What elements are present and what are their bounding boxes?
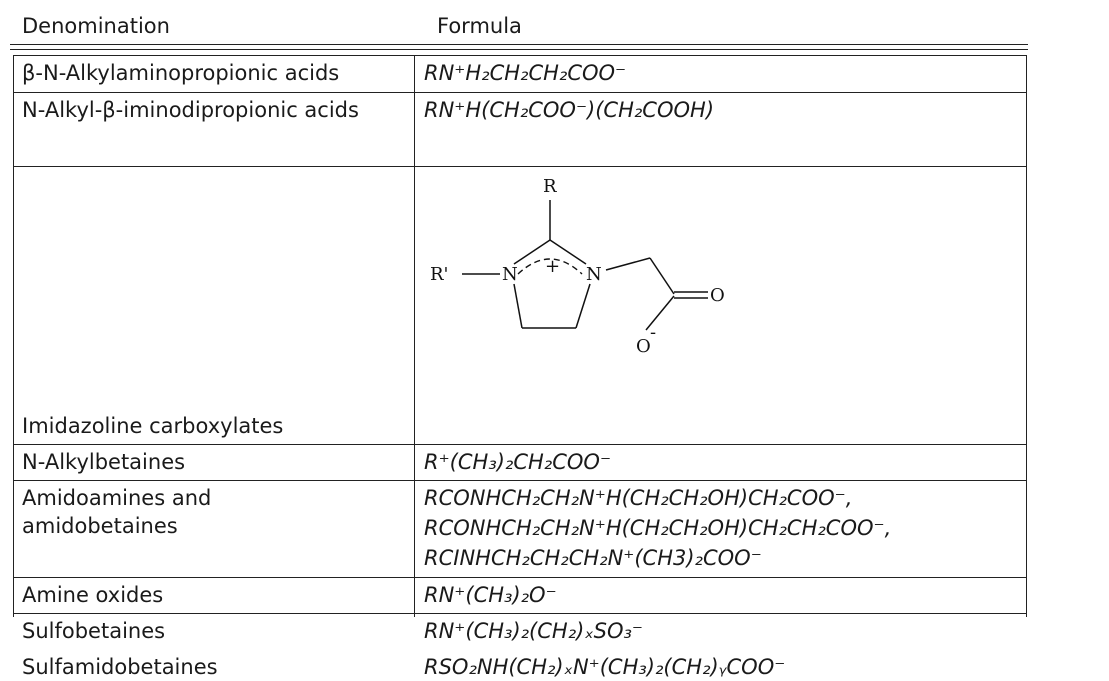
bond — [549, 239, 587, 265]
row-formula: RCINHCH₂CH₂CH₂N⁺(CH3)₂COO⁻ — [424, 546, 762, 570]
delocalized-arc — [517, 258, 583, 275]
row-formula: RCONHCH₂CH₂N⁺H(CH₂CH₂OH)CH₂CH₂COO⁻, — [424, 516, 892, 540]
bond — [605, 257, 651, 271]
bond — [645, 295, 675, 331]
row-rule — [13, 55, 1027, 56]
atom-r-top: R — [543, 176, 557, 197]
row-formula: R⁺(CH₃)₂CH₂COO⁻ — [424, 450, 612, 474]
row-name: Amine oxides — [22, 583, 164, 607]
row-rule — [13, 613, 1027, 614]
row-rule — [13, 444, 1027, 445]
row-name: Sulfamidobetaines — [22, 655, 218, 679]
row-formula: RN⁺(CH₃)₂(CH₂)ₓSO₃⁻ — [424, 619, 644, 643]
header-rule-top — [10, 44, 1028, 45]
charge-minus: - — [650, 322, 656, 343]
row-rule — [13, 92, 1027, 93]
atom-n-right: N — [586, 264, 602, 285]
row-formula: RCONHCH₂CH₂N⁺H(CH₂CH₂OH)CH₂COO⁻, — [424, 486, 853, 510]
row-rule — [13, 577, 1027, 578]
bond — [575, 283, 591, 329]
bond — [513, 239, 551, 265]
atom-o-minus: O — [636, 336, 651, 357]
row-name: Amidoamines and amidobetaines — [22, 486, 212, 538]
charge-plus: + — [545, 256, 560, 277]
bond — [649, 257, 675, 295]
row-name: Imidazoline carboxylates — [22, 414, 284, 438]
bond — [513, 283, 523, 329]
row-name: Sulfobetaines — [22, 619, 166, 643]
imidazoline-structure: R + R' N N O O - — [430, 176, 725, 357]
row-name: β-N-Alkylaminopropionic acids — [22, 61, 340, 85]
header-denomination: Denomination — [22, 14, 170, 38]
row-formula: RN⁺H₂CH₂CH₂COO⁻ — [424, 61, 627, 85]
row-formula: RN⁺H(CH₂COO⁻)(CH₂COOH) — [424, 98, 715, 122]
row-name: N-Alkylbetaines — [22, 450, 186, 474]
row-rule — [13, 480, 1027, 481]
col-rule-left — [13, 55, 14, 617]
row-name: N-Alkyl-β-iminodipropionic acids — [22, 98, 359, 122]
row-rule — [13, 166, 1027, 167]
row-formula: RSO₂NH(CH₂)ₓN⁺(CH₃)₂(CH₂)ᵧCOO⁻ — [424, 655, 786, 679]
atom-n-left: N — [502, 264, 518, 285]
header-rule-bottom — [10, 49, 1028, 50]
header-formula: Formula — [437, 14, 522, 38]
col-rule-middle — [414, 55, 415, 617]
surfactant-table: Denomination Formula β-N-Alkylaminopropi… — [10, 14, 1028, 679]
row-formula: RN⁺(CH₃)₂O⁻ — [424, 583, 557, 607]
atom-r-prime: R' — [430, 264, 449, 285]
atom-o-double: O — [710, 285, 725, 306]
col-rule-right — [1026, 55, 1027, 617]
